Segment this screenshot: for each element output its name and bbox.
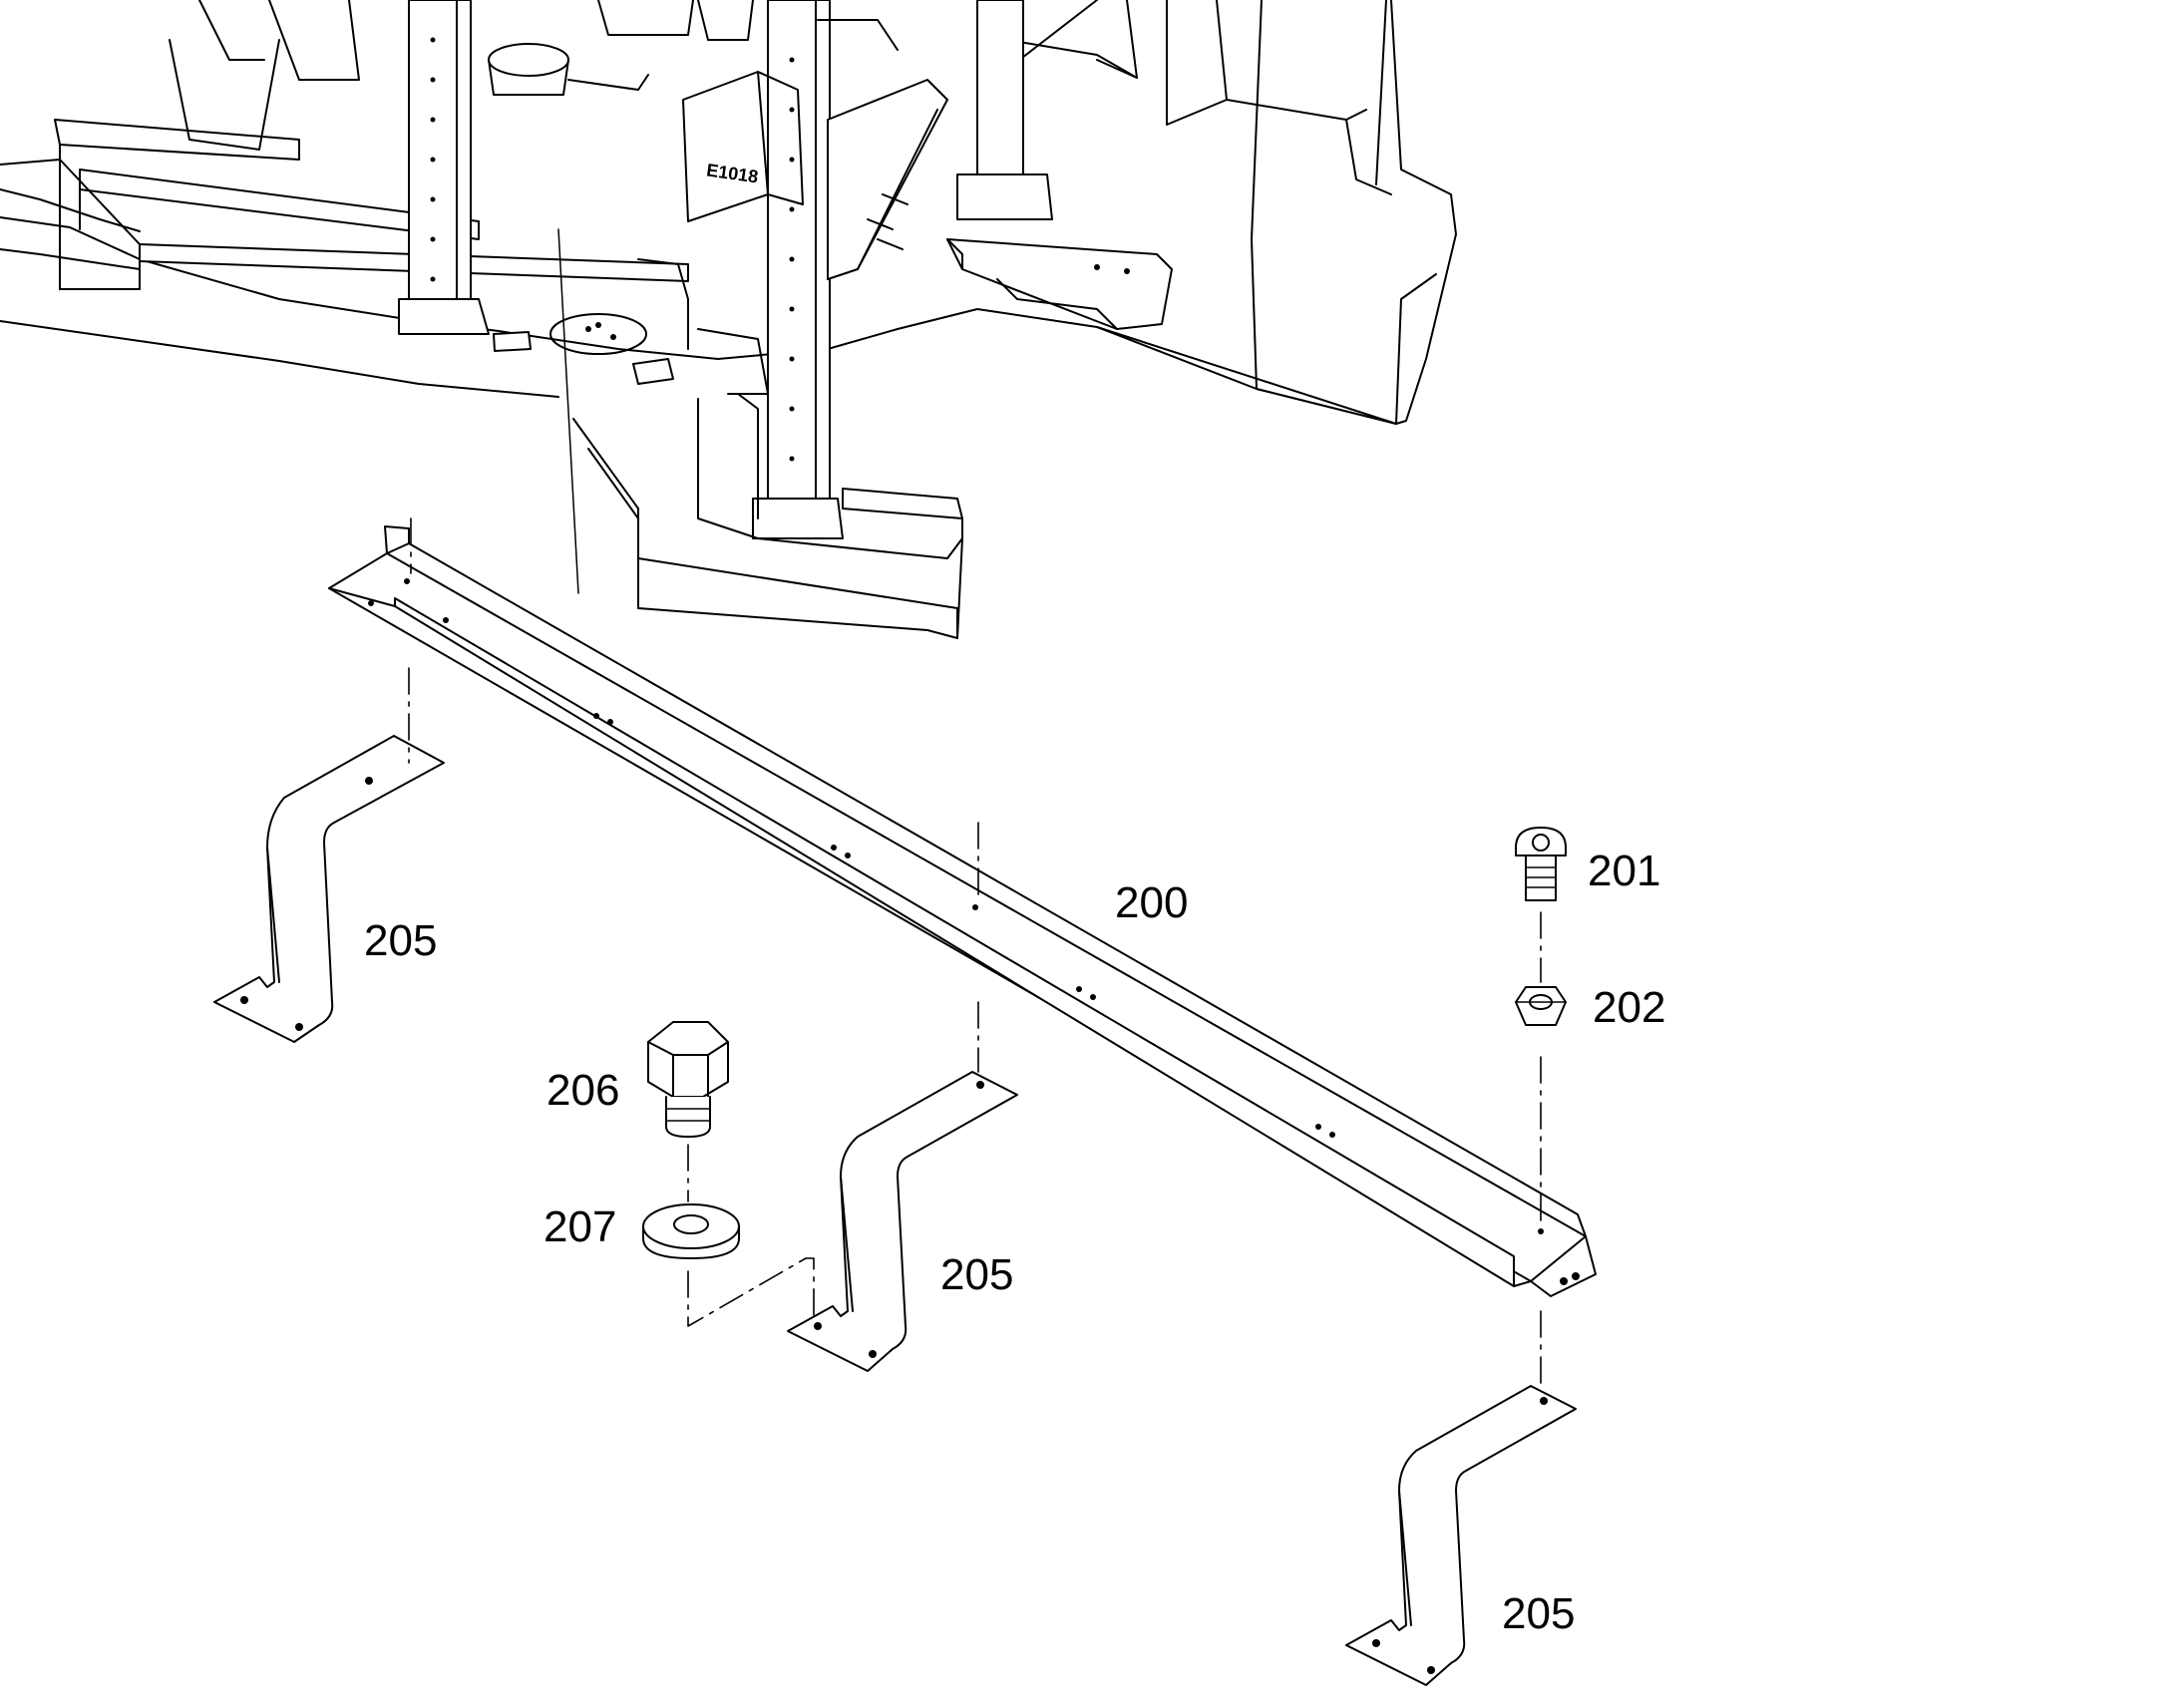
callouts: 200 201 202 205 205 205 206 207 (364, 847, 1665, 1638)
callout-205-right: 205 (1502, 1589, 1575, 1638)
rail-part (328, 525, 1597, 1297)
bolt-part (647, 1021, 729, 1138)
nut-part (1515, 986, 1567, 1026)
bracket-left (213, 735, 445, 1043)
callout-200: 200 (1115, 878, 1188, 927)
machine-assembly: E1018 (0, 0, 1457, 639)
assembly-lines (408, 517, 1542, 1392)
callout-206: 206 (546, 1066, 619, 1115)
screw-part (1515, 827, 1567, 901)
callout-202: 202 (1593, 983, 1665, 1032)
bracket-right (1345, 1385, 1577, 1686)
column-holes (430, 37, 795, 462)
washer-part (642, 1203, 740, 1259)
callout-201: 201 (1588, 847, 1660, 895)
bracket-middle (787, 1071, 1018, 1372)
callout-205-left: 205 (364, 916, 437, 965)
callout-207: 207 (544, 1202, 616, 1251)
callout-205-middle: 205 (940, 1250, 1013, 1299)
